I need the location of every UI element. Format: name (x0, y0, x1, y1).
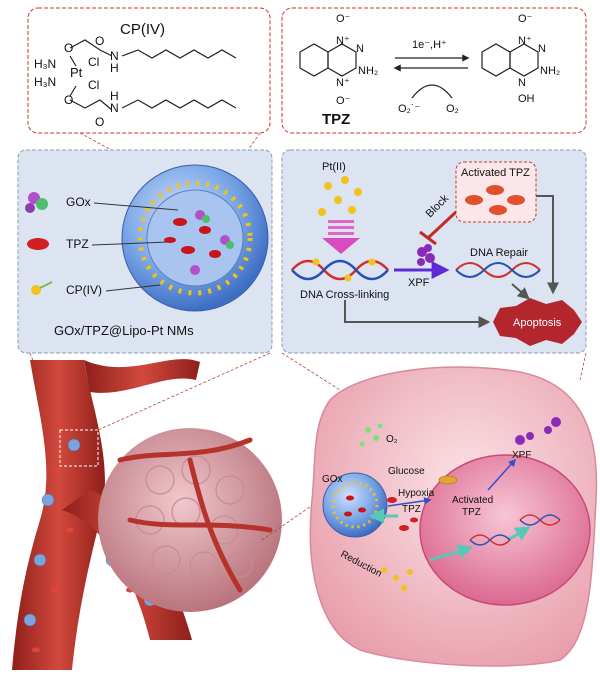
svg-text:N⁺: N⁺ (518, 35, 532, 47)
svg-text:H: H (110, 89, 119, 103)
legend-cp4-label: CP(IV) (66, 283, 102, 297)
svg-text:OH: OH (518, 93, 535, 105)
cell-o2-label: O₂ (386, 434, 398, 445)
pt2-particles (318, 176, 362, 216)
o2-bubbles (359, 423, 383, 447)
tpz-reaction-panel: O⁻ N⁺ N NH₂ N⁺ O⁻ TPZ 1e⁻,H⁺ O₂˙⁻ O₂ O⁻ … (281, 7, 587, 134)
legend-cp4: CP(IV) (31, 281, 161, 297)
legend-gox: GOx (25, 192, 179, 213)
svg-text:N⁺: N⁺ (336, 35, 350, 47)
xpf-protein (417, 244, 435, 266)
apoptosis-badge (493, 298, 582, 346)
legend-tpz-label: TPZ (66, 237, 89, 251)
cell-tpz-label: TPZ (402, 504, 421, 515)
legend-tpz: TPZ (27, 237, 169, 251)
tpz-to-apoptosis-arrow (536, 195, 559, 295)
crosslinked-dna (291, 258, 389, 282)
repaired-dna (455, 262, 541, 278)
dna-repair-label: DNA Repair (470, 247, 528, 259)
cell-xpf-label: XPF (512, 450, 531, 461)
tpz-name: TPZ (322, 111, 350, 128)
svg-text:NH₂: NH₂ (540, 65, 560, 77)
nucleus (419, 454, 591, 606)
svg-text:NH₂: NH₂ (358, 65, 378, 77)
svg-text:O: O (64, 93, 73, 107)
superoxide-label: O₂˙⁻ (398, 103, 420, 115)
pt2-label: Pt(II) (322, 161, 346, 173)
svg-text:H₃N: H₃N (34, 75, 56, 89)
svg-text:O: O (95, 34, 104, 48)
cell-pt-particles (381, 567, 413, 591)
svg-text:N⁺: N⁺ (336, 77, 350, 89)
activated-tpz-box: Activated TPZ (455, 161, 537, 223)
xpf-label: XPF (408, 277, 430, 289)
np-tpz-cargo (164, 218, 221, 258)
cell-activated-tpz-label: TPZ (462, 507, 481, 518)
svg-text:O: O (95, 115, 104, 129)
apoptosis-label: Apoptosis (513, 317, 562, 329)
svg-text:N: N (518, 77, 526, 89)
tumor-mass (98, 428, 282, 612)
svg-text:O⁻: O⁻ (336, 95, 351, 107)
cell-xpf-proteins (515, 417, 561, 445)
cp4-structure-panel: CP(IV) H₃N H₃N Pt Cl Cl O O O O N H H N (27, 7, 271, 134)
svg-text:N: N (356, 43, 364, 55)
svg-text:H: H (110, 61, 119, 75)
nanoparticle-caption: GOx/TPZ@Lipo-Pt NMs (54, 323, 194, 338)
svg-text:O⁻: O⁻ (336, 13, 351, 25)
crosslink-to-apoptosis-arrow (344, 300, 491, 328)
svg-text:O: O (64, 41, 73, 55)
cell-gox-label: GOx (322, 474, 343, 485)
svg-text:Cl: Cl (88, 78, 99, 92)
svg-text:Cl: Cl (88, 55, 99, 69)
cp4-title: CP(IV) (120, 21, 165, 38)
block-line (426, 210, 458, 240)
svg-text:H₃N: H₃N (34, 57, 56, 71)
svg-text:O⁻: O⁻ (518, 13, 533, 25)
cell-hypoxia-label: Hypoxia (398, 488, 435, 499)
mechanism-panel: Pt(II) DNA Cross-linking XPF (281, 149, 587, 354)
tumor-cell-illustration: O₂ GOx Glucose Hypoxia Activated TPZ TPZ… (309, 366, 598, 667)
activated-tpz-label: Activated TPZ (461, 167, 530, 179)
legend-gox-label: GOx (66, 195, 91, 209)
cell-glucose-label: Glucose (388, 466, 425, 477)
svg-text:N: N (110, 49, 119, 63)
svg-text:N: N (110, 101, 119, 115)
pt-atom: Pt (70, 65, 83, 80)
blood-vessel-illustration (12, 359, 321, 670)
pt2-binding-arrow (322, 220, 360, 254)
nucleus-dna (469, 514, 561, 546)
dna-crosslinking-label: DNA Cross-linking (300, 289, 389, 301)
svg-text:N: N (538, 43, 546, 55)
np-gox-cargo (190, 210, 234, 275)
nanoparticle-panel: GOx TPZ CP(IV) GOx/TPZ@Lipo-Pt NMs (17, 149, 273, 354)
oxygen-label: O₂ (446, 103, 459, 115)
cell-activated-label: Activated (452, 495, 493, 506)
reaction-condition: 1e⁻,H⁺ (412, 39, 447, 51)
